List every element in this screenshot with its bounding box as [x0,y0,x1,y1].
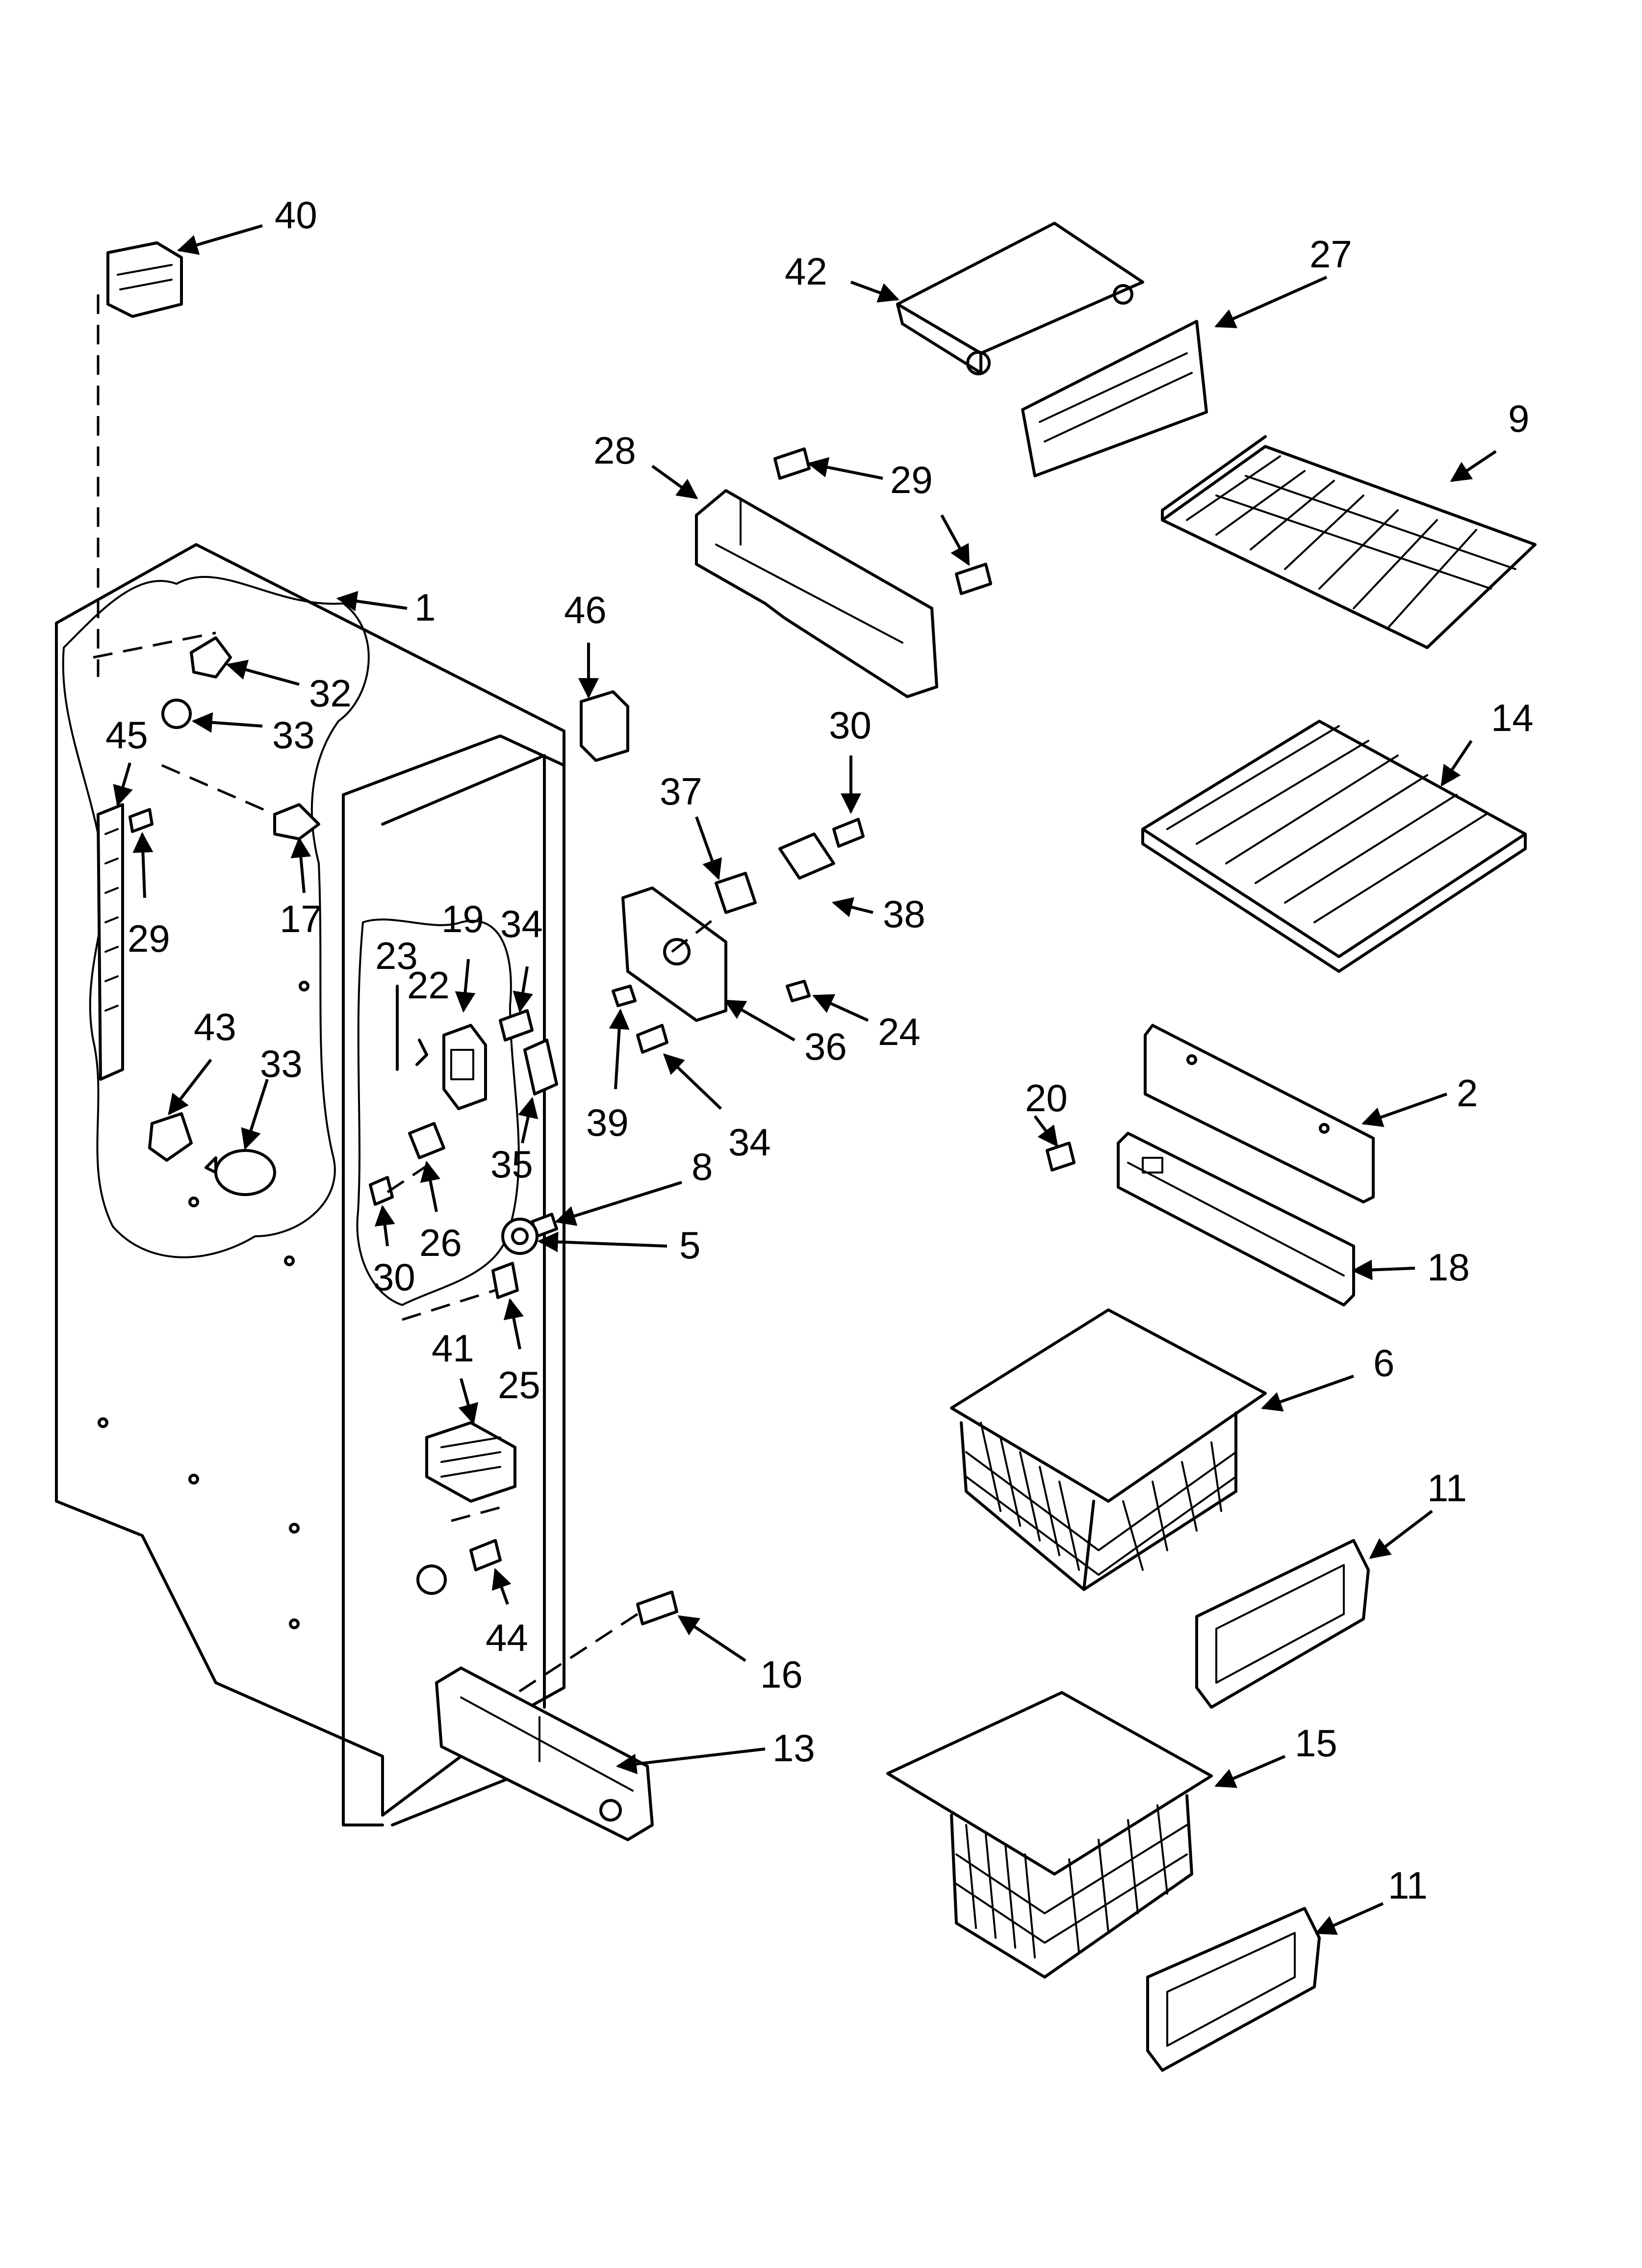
callout-5: 5 [679,1224,700,1267]
callout-15: 15 [1295,1721,1337,1765]
part-18 [1117,1132,1355,1306]
callout-13: 13 [772,1726,815,1770]
part-41 [425,1421,516,1522]
callout-11b: 11 [1388,1864,1428,1907]
callout-43: 43 [194,1005,236,1048]
callout-29c: 29 [128,917,170,960]
callout-11a: 11 [1427,1466,1467,1510]
callout-30b: 30 [373,1255,415,1299]
callout-20: 20 [1025,1076,1068,1120]
part-11-lower [1146,1907,1321,2072]
callout-37: 37 [660,770,702,813]
screw-34-right [636,1024,668,1054]
callout-34a: 34 [500,902,543,945]
callout-42: 42 [785,250,827,293]
screw-44 [469,1539,502,1571]
callout-29a: 29 [890,458,933,501]
screw-29-c [128,808,154,833]
part-42 [896,222,1144,375]
part-35 [523,1039,558,1095]
screw-30-left [369,1176,394,1206]
part-28 [695,489,938,698]
part-22 [415,1039,428,1066]
callout-6: 6 [1373,1341,1394,1384]
callout-39: 39 [586,1101,629,1144]
part-15-basket [886,1691,1213,1979]
part-32 [190,636,232,678]
part-40 [97,241,183,677]
part-13 [435,1667,654,1841]
callout-16: 16 [760,1653,803,1696]
screw-16 [509,1590,678,1699]
callout-40: 40 [275,193,317,236]
callout-32: 32 [309,672,352,715]
callout-38: 38 [883,892,925,936]
callout-24: 24 [878,1010,921,1053]
part-33-bulb-upper [161,699,192,729]
callout-19: 19 [441,897,484,940]
part-14-shelf [1141,720,1527,973]
callout-25: 25 [498,1363,540,1407]
callout-30a: 30 [829,704,872,747]
callout-33a: 33 [272,713,315,756]
screw-20 [1046,1142,1076,1172]
part-17 [161,764,320,840]
part-9-shelf [1161,435,1537,649]
part-43 [148,1112,193,1162]
callout-44: 44 [486,1616,528,1659]
callout-1: 1 [414,586,436,629]
part-36 [621,886,727,1022]
screw-30-right [832,818,865,848]
screw-29-b [955,563,992,595]
callout-17: 17 [280,897,322,940]
part-37 [715,872,757,914]
part-6-basket [950,1308,1267,1591]
callout-41: 41 [432,1327,474,1370]
callout-46: 46 [564,588,607,631]
part-33-bulb-lower [205,1149,276,1196]
part-24 [786,980,811,1002]
part-39 [612,985,637,1007]
callout-2: 2 [1457,1071,1478,1115]
part-27 [1021,320,1208,477]
part-25 [491,1262,519,1299]
screw-34-left [499,1009,534,1042]
callout-14: 14 [1491,696,1534,739]
callouts: 40 42 27 28 29 9 1 46 32 33 45 30 14 37 … [105,193,1534,1935]
callout-9: 9 [1508,397,1529,440]
callout-8: 8 [692,1145,713,1188]
callout-45: 45 [105,713,148,756]
callout-18: 18 [1427,1246,1470,1289]
screw-29-a [773,447,811,480]
callout-27: 27 [1309,233,1352,276]
callout-22: 22 [407,964,450,1007]
part-5 [501,1218,539,1255]
callout-34b: 34 [728,1121,771,1164]
callout-33b: 33 [260,1042,303,1085]
callout-26: 26 [419,1221,462,1264]
callout-28: 28 [593,429,636,472]
cabinet-liner [55,543,565,1826]
callout-36: 36 [804,1025,847,1068]
part-38 [778,833,835,880]
callout-23: 23 [375,934,418,977]
part-2 [1144,1024,1375,1203]
part-11-upper [1195,1539,1370,1709]
callout-35: 35 [490,1143,533,1186]
part-19 [442,1024,487,1110]
part-46 [580,690,629,762]
part-45 [97,803,124,1081]
part-26 [408,1122,445,1159]
